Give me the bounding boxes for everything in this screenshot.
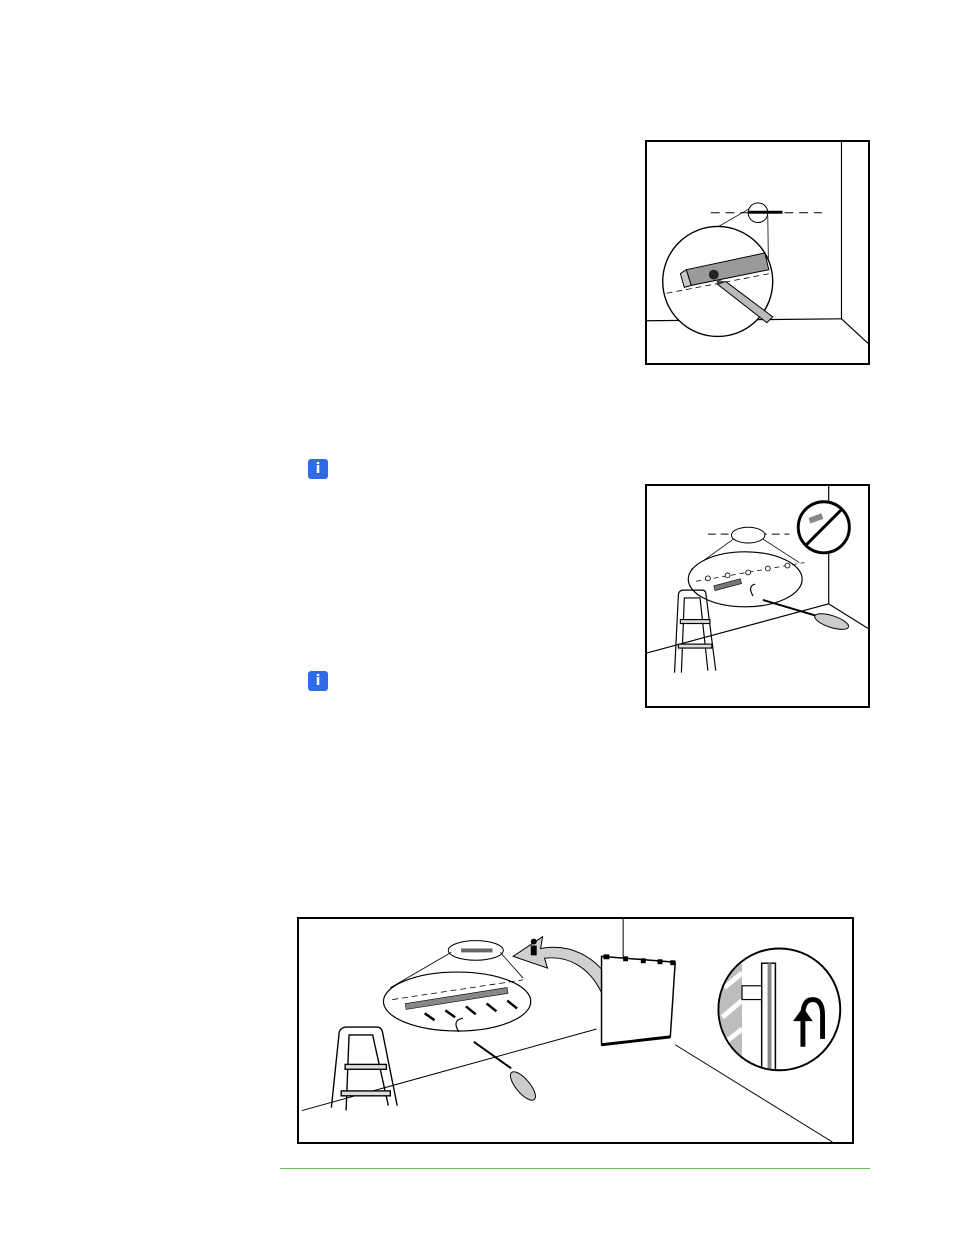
figure-install-anchors [645,484,870,708]
info-icon: i [308,459,328,479]
bracket-detail [718,948,840,1071]
step-ladder-icon [331,1027,397,1111]
step-ladder-icon [675,590,716,673]
footer-rule [280,1168,870,1169]
mount-board-illustration [299,919,852,1142]
info-icon: i [308,671,328,691]
anchors-illustration [647,486,868,706]
person-icon [531,939,537,956]
mark-level-illustration [647,142,868,363]
no-hammer-icon [798,502,849,553]
figure-mount-board [297,917,854,1144]
figure-mark-level [645,140,870,365]
